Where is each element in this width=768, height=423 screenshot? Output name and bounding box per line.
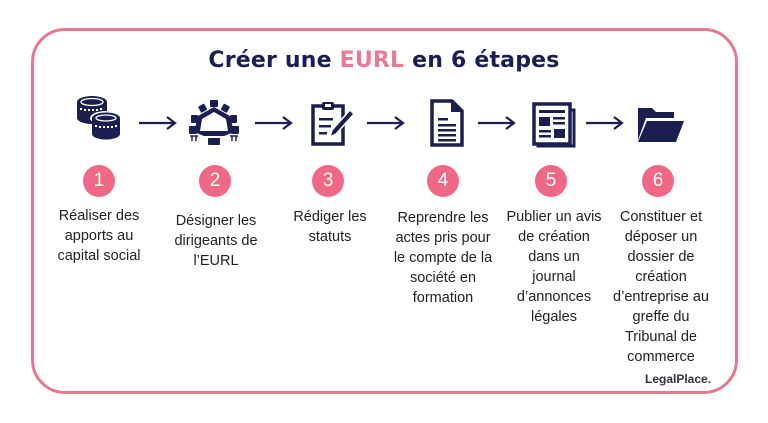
newspaper-icon: [528, 102, 580, 150]
step-label: Désigner les dirigeants de l’EURL: [174, 213, 258, 269]
meeting-table-icon: [188, 98, 240, 146]
arrow-right-icon: [138, 115, 178, 131]
arrow-right-icon: [366, 115, 406, 131]
step-label: Réaliser des apports au capital social: [57, 208, 141, 264]
arrow-right-icon: [477, 115, 517, 131]
step-number-badge: 6: [642, 165, 674, 197]
coins-icon: [74, 94, 126, 142]
document-icon: [420, 99, 472, 147]
brand-logo: LegalPlace.: [645, 372, 712, 386]
step-number-badge: 1: [83, 165, 115, 197]
step-number-badge: 5: [535, 165, 567, 197]
step-label: Publier un avis de création dans un jour…: [506, 209, 602, 325]
step-label: Reprendre les actes pris pour le compte …: [393, 210, 493, 306]
arrow-right-icon: [585, 115, 625, 131]
title-prefix: Créer une: [208, 48, 340, 73]
step-label: Rédiger les statuts: [293, 209, 367, 245]
folder-open-icon: [634, 100, 686, 148]
step-number-badge: 2: [199, 165, 231, 197]
arrow-right-icon: [254, 115, 294, 131]
step-number-badge: 4: [427, 165, 459, 197]
title-suffix: en 6 étapes: [404, 48, 560, 73]
clipboard-pen-icon: [306, 100, 358, 148]
step-number-badge: 3: [312, 165, 344, 197]
diagram-frame: [31, 28, 738, 394]
step-label: Constituer et déposer un dossier de créa…: [613, 209, 709, 365]
diagram-title: Créer une EURL en 6 étapes: [0, 48, 768, 73]
title-highlight: EURL: [339, 48, 405, 73]
